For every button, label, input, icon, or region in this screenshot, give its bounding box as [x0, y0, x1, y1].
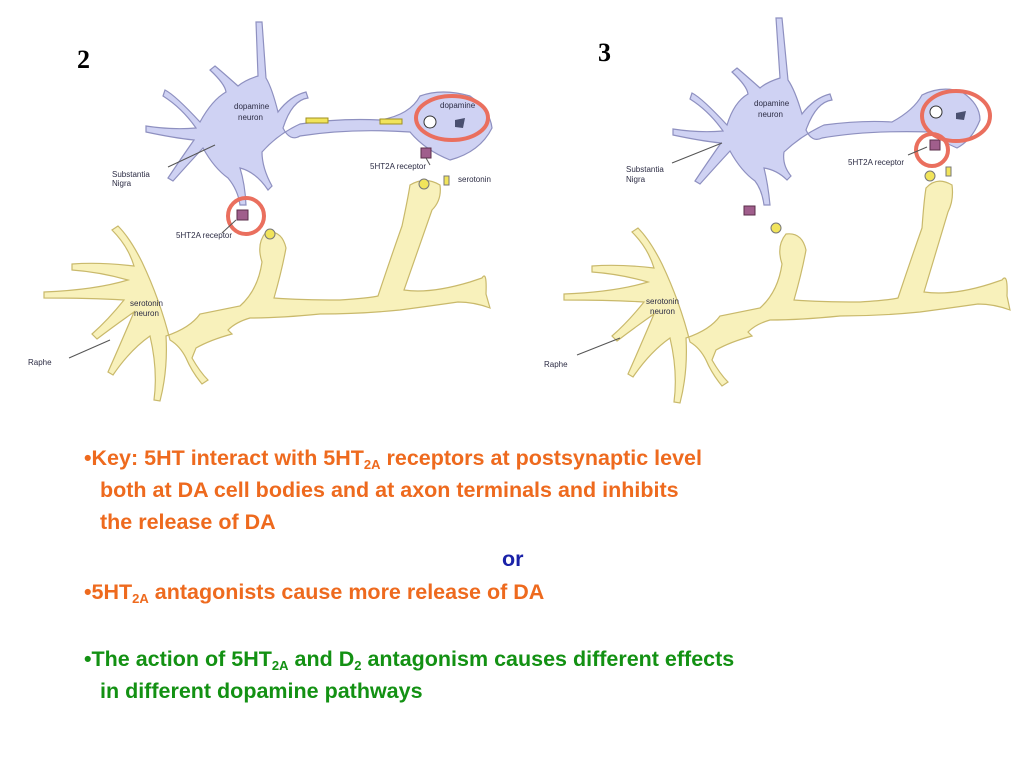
action-subscript-2: 2 — [354, 658, 362, 673]
label-dopamine-neuron-line1: dopamine — [234, 102, 270, 111]
dopamine-vesicle — [423, 115, 437, 129]
key-text-part2: receptors at postsynaptic level — [380, 446, 702, 470]
key-line3: the release of DA — [100, 510, 276, 534]
pointer-line — [907, 146, 928, 156]
highlight-circle-terminal — [414, 94, 490, 142]
action-text-part3: antagonism causes different effects — [361, 647, 735, 671]
label-serotonin: serotonin — [458, 175, 491, 184]
action-line2: in different dopamine pathways — [100, 679, 423, 703]
label-serotonin-neuron-line1: serotonin — [130, 299, 163, 308]
label-dopamine: dopamine — [440, 101, 476, 110]
antagonists-subscript: 2A — [132, 591, 149, 606]
label-dopamine-neuron-line2: neuron — [758, 110, 783, 119]
label-serotonin-neuron-line1: serotonin — [646, 297, 679, 306]
neuron-diagram-3: dopamine neuron Substantia Nigra 5HT2A r… — [544, 17, 1011, 404]
pointer-line — [68, 339, 111, 359]
pointer-line — [221, 219, 237, 234]
dopamine-vesicle-chain — [305, 117, 329, 124]
serotonin-vesicle — [770, 222, 782, 234]
serotonin-vesicle — [264, 228, 276, 240]
label-substantia-nigra-line2: Nigra — [626, 175, 646, 184]
label-serotonin-neuron-line2: neuron — [134, 309, 159, 318]
serotonin-vesicle — [418, 178, 430, 190]
serotonin-neuron — [43, 179, 491, 402]
dopamine-neuron — [145, 21, 493, 206]
label-serotonin-neuron-line2: neuron — [650, 307, 675, 316]
label-raphe: Raphe — [544, 360, 568, 369]
label-substantia-nigra-line1: Substantia — [626, 165, 664, 174]
receptor-5ht2a-body — [236, 209, 249, 221]
highlight-circle-terminal — [920, 89, 992, 143]
label-substantia-nigra-line1: Substantia — [112, 170, 150, 179]
label-substantia-nigra-line2: Nigra — [112, 179, 132, 188]
serotonin-molecule — [945, 166, 952, 177]
serotonin-vesicle — [924, 170, 936, 182]
key-text-part1: Key: 5HT interact with 5HT — [91, 446, 364, 470]
dopamine-vesicle-chain — [379, 118, 403, 125]
label-dopamine-neuron-line2: neuron — [238, 113, 263, 122]
panel-number-3: 3 — [598, 38, 611, 67]
dopamine-neuron — [672, 17, 981, 206]
diagram-panel-2: dopamine neuron dopamine Substantia Nigr… — [0, 0, 500, 412]
antagonists-bullet-line: •5HT2A antagonists cause more release of… — [84, 576, 544, 608]
antagonists-text-part2: antagonists cause more release of DA — [148, 580, 545, 604]
key-line2: both at DA cell bodies and at axon termi… — [100, 478, 679, 502]
label-5ht2a-receptor-terminal: 5HT2A receptor — [848, 158, 904, 167]
key-subscript: 2A — [363, 457, 381, 472]
serotonin-neuron — [563, 180, 1011, 404]
neuron-diagram-2: dopamine neuron dopamine Substantia Nigr… — [28, 21, 493, 402]
label-raphe: Raphe — [28, 358, 52, 367]
bullet: • — [84, 446, 92, 470]
pointer-line — [576, 337, 621, 356]
bullet: • — [84, 647, 92, 671]
label-5ht2a-receptor-terminal: 5HT2A receptor — [370, 162, 426, 171]
action-bullet-line1: •The action of 5HT2A and D2 antagonism c… — [84, 643, 734, 675]
pointer-line — [167, 144, 216, 168]
serotonin-molecule — [443, 175, 450, 186]
key-bullet-line1: •Key: 5HT interact with 5HT2A receptors … — [84, 442, 702, 474]
dopamine-vesicle — [929, 105, 943, 119]
highlight-circle-receptor — [914, 132, 950, 168]
pointer-line — [671, 142, 723, 164]
receptor-5ht2a-terminal — [929, 139, 941, 151]
action-text-part1: The action of 5HT — [91, 647, 272, 671]
panel-number-2: 2 — [77, 45, 90, 74]
diagram-panel-3: dopamine neuron Substantia Nigra 5HT2A r… — [512, 0, 1024, 412]
action-text-part2: and D — [288, 647, 355, 671]
receptor-5ht2a-body — [743, 205, 756, 216]
label-dopamine-neuron-line1: dopamine — [754, 99, 790, 108]
bullet: • — [84, 580, 92, 604]
receptor-5ht2a-terminal — [420, 147, 432, 159]
pointer-line — [425, 157, 431, 166]
action-subscript-1: 2A — [271, 658, 289, 673]
dopamine-molecule — [455, 118, 465, 128]
dopamine-molecule — [956, 111, 966, 120]
antagonists-text-part1: 5HT — [91, 580, 133, 604]
highlight-circle-body — [226, 196, 266, 236]
label-5ht2a-receptor-body: 5HT2A receptor — [176, 231, 232, 240]
or-connector: or — [502, 547, 524, 571]
